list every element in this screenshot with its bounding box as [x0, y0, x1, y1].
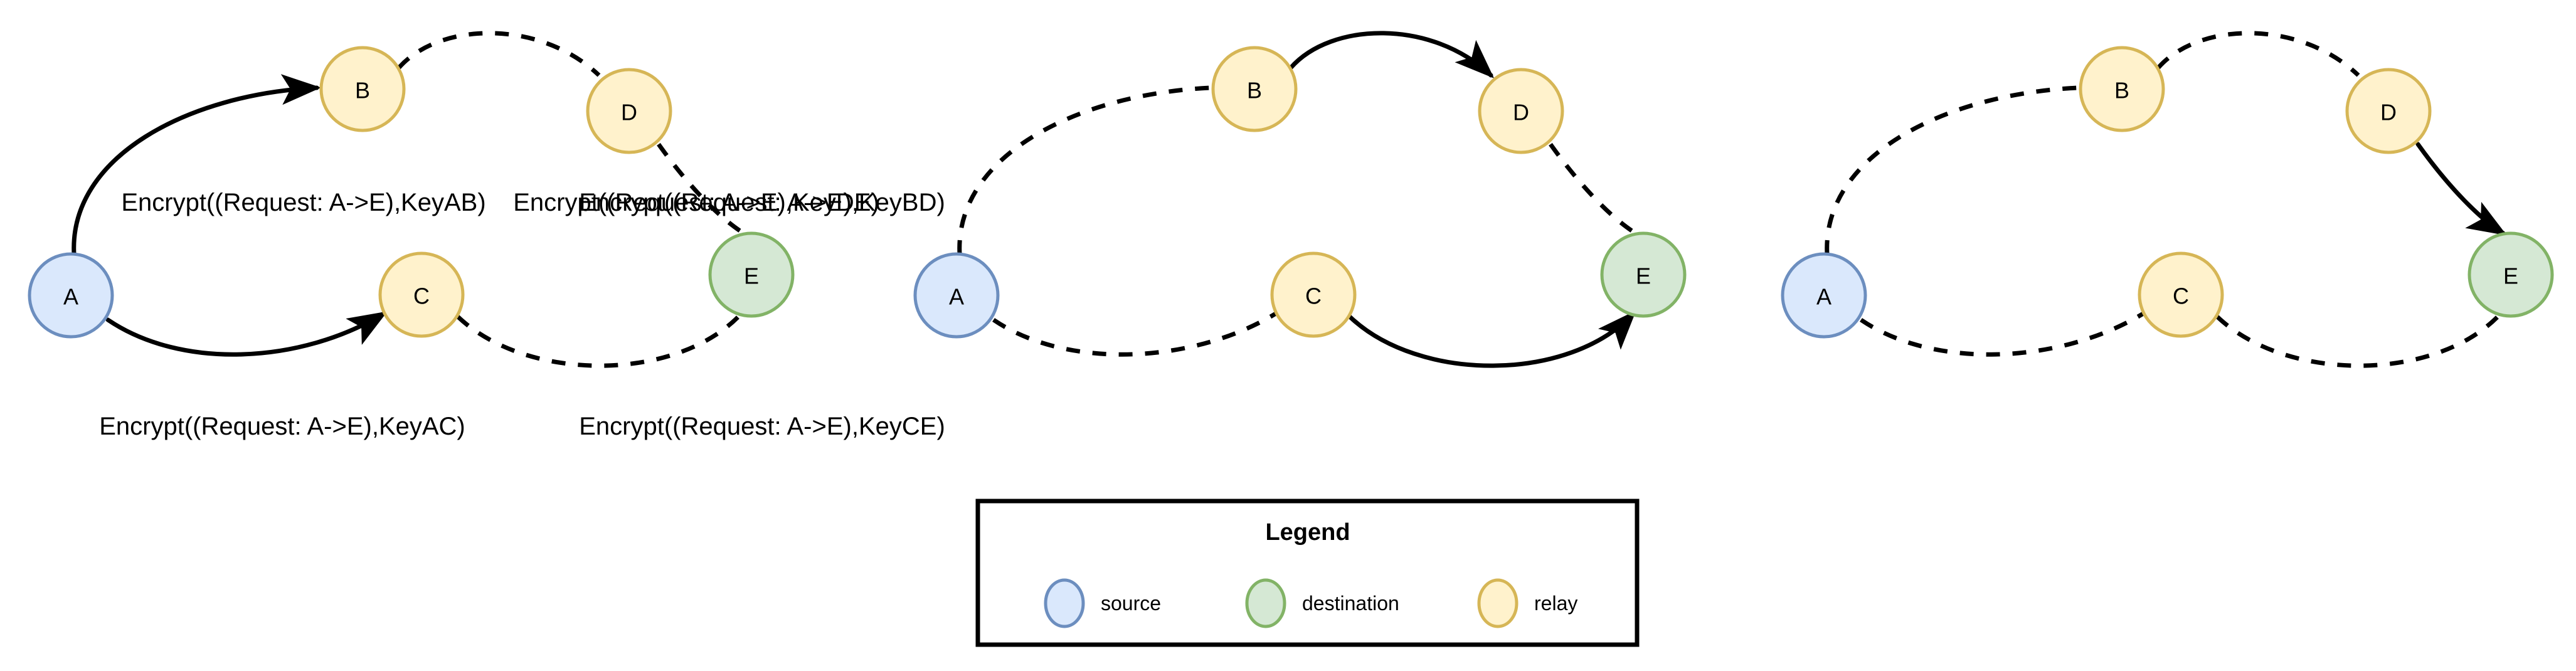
node-circle-destination: [1600, 231, 1687, 318]
node-circle-relay: [2079, 46, 2165, 132]
node-label-a: A: [949, 284, 964, 310]
node-label-e: E: [2503, 263, 2518, 289]
node-label-c: C: [413, 283, 430, 309]
edge-labels-group: Encrypt((Request: A->E),KeyDE): [513, 189, 879, 216]
edge-d-to-e[interactable]: [1549, 142, 1637, 235]
node-d[interactable]: D: [586, 68, 672, 154]
node-e[interactable]: E: [708, 231, 795, 318]
edge-c-to-e[interactable]: [1347, 310, 1636, 368]
node-b[interactable]: B: [319, 46, 406, 132]
legend-source[interactable]: source: [1044, 578, 1161, 628]
edge-a-to-b[interactable]: [957, 85, 1211, 255]
node-c[interactable]: C: [378, 251, 465, 338]
node-circle-relay: [2138, 251, 2224, 338]
nodes-group: A B C D E: [28, 46, 795, 339]
legend-label-source: source: [1101, 592, 1161, 615]
legend-relay[interactable]: relay: [1477, 578, 1577, 628]
legend-label-destination: destination: [1302, 592, 1399, 615]
legend-swatch-source: [1044, 578, 1085, 628]
label-ab: Encrypt((Request: A->E),KeyAB): [121, 189, 485, 216]
node-label-c: C: [2173, 283, 2189, 309]
node-label-a: A: [63, 284, 78, 310]
node-c[interactable]: C: [2138, 251, 2224, 338]
node-circle-relay: [1270, 251, 1357, 338]
node-label-d: D: [2380, 100, 2397, 125]
node-circle-relay: [319, 46, 406, 132]
edge-d-to-e[interactable]: [2415, 142, 2507, 236]
label-ac: Encrypt((Request: A->E),KeyAC): [99, 413, 465, 440]
node-b[interactable]: B: [2079, 46, 2165, 132]
edge-b-to-d[interactable]: [2156, 31, 2360, 77]
node-a[interactable]: A: [913, 252, 1000, 339]
node-label-d: D: [1513, 100, 1529, 125]
node-label-c: C: [1305, 283, 1322, 309]
label-ce: Encrypt((Request: A->E),KeyCE): [579, 413, 945, 440]
node-e[interactable]: E: [1600, 231, 1687, 318]
edges-group: [957, 31, 1637, 368]
node-d[interactable]: D: [2345, 68, 2432, 154]
node-circle-relay: [2345, 68, 2432, 154]
node-circle-relay: [1478, 68, 1564, 154]
node-circle-relay: [1211, 46, 1298, 132]
edge-a-to-b[interactable]: [72, 74, 321, 256]
legend-box: [975, 499, 1640, 647]
edges-group: [72, 31, 745, 368]
node-c[interactable]: C: [1270, 251, 1357, 338]
node-circle-destination: [2467, 231, 2554, 318]
edge-a-to-b[interactable]: [1825, 85, 2079, 255]
node-label-b: B: [355, 78, 370, 103]
edge-a-to-c[interactable]: [992, 312, 1277, 357]
nodes-group: A B C D E: [1781, 46, 2554, 339]
node-label-e: E: [1636, 263, 1651, 289]
node-circle-source: [28, 252, 114, 339]
edge-a-to-c[interactable]: [105, 311, 388, 357]
legend-destination[interactable]: destination: [1245, 578, 1399, 628]
label-bd: Encrypt((Request: A->E),KeyBD): [579, 189, 945, 216]
node-b[interactable]: B: [1211, 46, 1298, 132]
edge-a-to-c[interactable]: [1860, 312, 2144, 357]
legend-group: Legend source destination relay: [975, 499, 1640, 647]
panel-3: A B C D E Encrypt((Request: A->E),KeyDE): [513, 31, 2554, 368]
node-label-b: B: [1247, 78, 1262, 103]
legend-swatch-relay: [1477, 578, 1519, 628]
node-circle-relay: [378, 251, 465, 338]
node-circle-relay: [586, 68, 672, 154]
edges-group: [1825, 31, 2507, 368]
node-label-d: D: [621, 100, 637, 125]
node-a[interactable]: A: [1781, 252, 1867, 339]
node-label-b: B: [2114, 78, 2129, 103]
edge-b-to-d[interactable]: [1288, 31, 1495, 78]
legend-label-relay: relay: [1534, 592, 1577, 615]
edge-b-to-d[interactable]: [397, 31, 601, 77]
legend-title: Legend: [1265, 519, 1350, 546]
node-label-e: E: [744, 263, 759, 289]
node-e[interactable]: E: [2467, 231, 2554, 318]
node-circle-source: [1781, 252, 1867, 339]
edge-labels-group: Encrypt((Request: A->E),KeyAB) Encrypt((R…: [99, 189, 485, 440]
node-label-a: A: [1816, 284, 1831, 310]
label-de: Encrypt((Request: A->E),KeyDE): [513, 189, 879, 216]
edge-d-to-e[interactable]: [657, 142, 745, 235]
edge-c-to-e[interactable]: [456, 312, 743, 368]
node-d[interactable]: D: [1478, 68, 1564, 154]
node-circle-source: [913, 252, 1000, 339]
node-circle-destination: [708, 231, 795, 318]
edge-c-to-e[interactable]: [2215, 312, 2503, 368]
node-a[interactable]: A: [28, 252, 114, 339]
legend-swatch-destination: [1245, 578, 1286, 628]
nodes-group: A B C D E: [913, 46, 1687, 339]
edge-labels-group: Encrypt((Request: A->E),KeyBD) Encrypt((R…: [579, 189, 945, 440]
